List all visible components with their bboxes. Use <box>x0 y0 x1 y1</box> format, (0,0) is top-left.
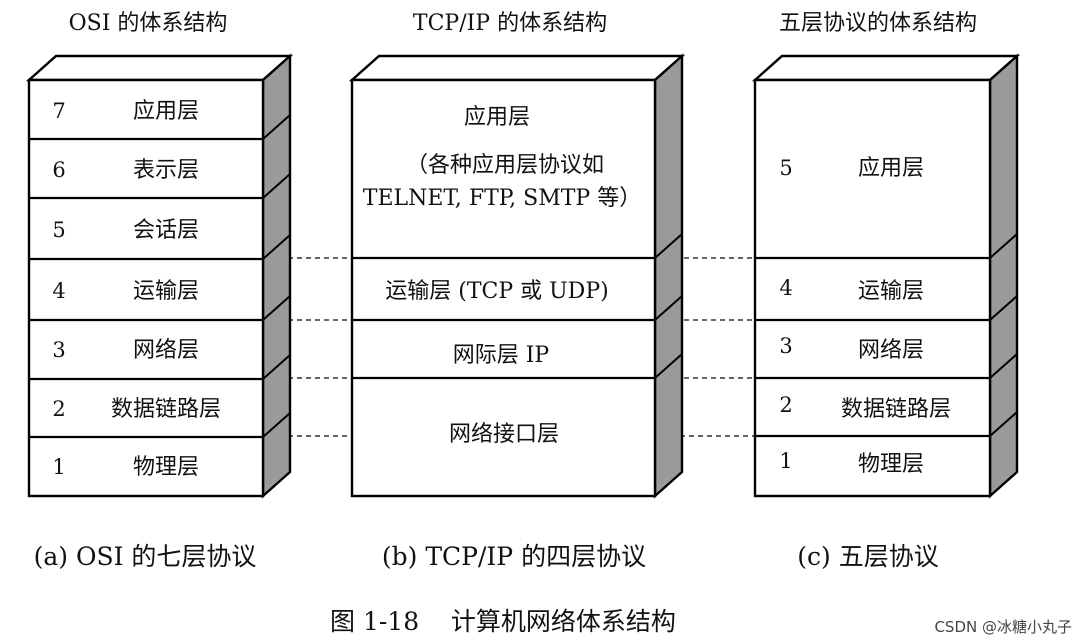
five-layer-caption: (c) 五层协议 <box>797 542 938 571</box>
tcpip-stack-front <box>350 78 657 498</box>
osi-side-divider <box>262 173 291 199</box>
tcpip-heading: TCP/IP 的体系结构 <box>413 11 607 36</box>
five-layer-side-divider <box>989 411 1018 437</box>
five-layer-name: 数据链路层 <box>841 397 951 422</box>
osi-heading: OSI 的体系结构 <box>69 11 228 36</box>
five-layer-number: 2 <box>779 393 792 417</box>
osi-layer-number: 3 <box>52 338 65 362</box>
five-layer-side-divider <box>989 233 1018 259</box>
figure-title: 图 1-18 计算机网络体系结构 <box>330 607 676 636</box>
five-layer-name: 运输层 <box>858 279 924 304</box>
five-layer-number: 5 <box>779 156 792 180</box>
five-layer-side-divider <box>989 353 1018 379</box>
tcpip-layer-text: 网际层 IP <box>453 343 550 368</box>
five-layer-name: 网络层 <box>858 338 924 363</box>
tcpip-side-divider <box>654 353 683 379</box>
tcpip-caption: (b) TCP/IP 的四层协议 <box>382 542 646 571</box>
osi-layer-number: 5 <box>52 218 65 242</box>
tcpip-layer-text: 网络接口层 <box>449 422 559 447</box>
five-layer-heading: 五层协议的体系结构 <box>779 11 977 36</box>
five-layer-stack-front <box>753 78 992 498</box>
osi-layer-name: 物理层 <box>133 455 199 480</box>
five-layer-stack-side <box>988 53 1019 499</box>
tcpip-layer-text: 应用层 <box>464 105 530 130</box>
five-layer-number: 3 <box>779 334 792 358</box>
five-layer-number: 4 <box>779 276 792 300</box>
tcpip-stack: 应用层 （各种应用层协议如 TELNET, FTP, SMTP 等） 运输层 (… <box>348 53 686 499</box>
osi-layer-number: 7 <box>52 99 65 123</box>
osi-layer-name: 网络层 <box>133 338 199 363</box>
osi-layer-name: 应用层 <box>133 99 199 124</box>
osi-side-divider <box>262 114 291 140</box>
tcpip-side-divider <box>654 295 683 321</box>
watermark: CSDN @冰糖小丸子 <box>934 618 1072 636</box>
osi-layer-name: 数据链路层 <box>111 397 221 422</box>
osi-layer-number: 2 <box>52 397 65 421</box>
osi-side-divider <box>262 295 291 321</box>
five-layer-stack-top <box>751 54 1021 82</box>
osi-stack: 7 应用层 6 表示层 5 会话层 4 运输层 3 网络层 2 数据链路层 1 … <box>25 53 294 499</box>
five-layer-side-divider <box>989 295 1018 321</box>
tcpip-layer-text: （各种应用层协议如 <box>406 153 604 178</box>
osi-side-divider <box>262 234 291 260</box>
osi-layer-number: 4 <box>52 279 65 303</box>
osi-stack-front <box>27 78 265 498</box>
osi-side-divider <box>262 354 291 380</box>
tcpip-layer-text: TELNET, FTP, SMTP 等） <box>363 186 641 211</box>
tcpip-stack-side <box>653 53 684 499</box>
osi-stack-side <box>261 53 292 499</box>
five-layer-name: 应用层 <box>858 156 924 181</box>
osi-layer-number: 6 <box>52 158 65 182</box>
osi-layer-number: 1 <box>52 455 65 479</box>
five-layer-number: 1 <box>779 449 792 473</box>
tcpip-side-divider <box>654 233 683 259</box>
osi-stack-top <box>25 54 294 82</box>
osi-caption: (a) OSI 的七层协议 <box>34 542 257 571</box>
osi-side-divider <box>262 412 291 438</box>
five-layer-name: 物理层 <box>858 452 924 477</box>
tcpip-stack-top <box>348 54 686 82</box>
five-layer-stack: 5 应用层 4 运输层 3 网络层 2 数据链路层 1 物理层 <box>751 53 1021 499</box>
osi-layer-name: 表示层 <box>133 158 199 183</box>
tcpip-layer-text: 运输层 (TCP 或 UDP) <box>385 279 608 304</box>
osi-layer-name: 运输层 <box>133 279 199 304</box>
osi-layer-name: 会话层 <box>133 218 199 243</box>
